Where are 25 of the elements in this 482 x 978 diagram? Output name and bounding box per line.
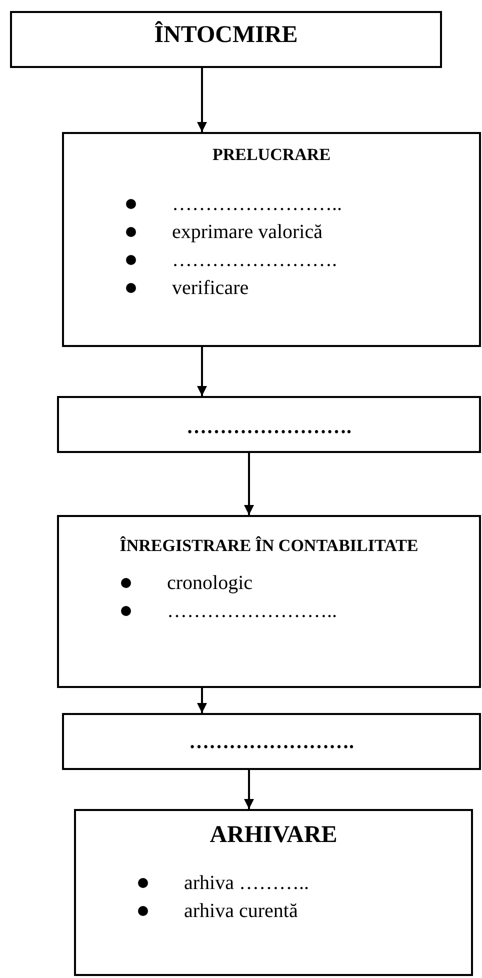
process-box bbox=[57, 515, 481, 688]
box-heading: ARHIVARE bbox=[208, 821, 338, 850]
box-heading: ÎNREGISTRARE ÎN CONTABILITATE bbox=[118, 535, 420, 557]
box-text: ……………………. bbox=[186, 415, 352, 440]
process-box bbox=[57, 396, 481, 453]
list-item: cronologic bbox=[167, 571, 253, 596]
process-box bbox=[62, 713, 481, 770]
list-item: …………………….. bbox=[167, 599, 337, 624]
arrow bbox=[197, 68, 207, 132]
arrow bbox=[244, 770, 254, 809]
box-text: ……………………. bbox=[188, 730, 355, 755]
list-item: ……………………. bbox=[172, 248, 337, 272]
list-item: arhiva curentă bbox=[184, 899, 298, 924]
box-heading: PRELUCRARE bbox=[211, 144, 332, 166]
arrow bbox=[197, 688, 207, 713]
list-item: arhiva ……….. bbox=[184, 871, 309, 896]
arrow bbox=[197, 347, 207, 396]
list-item: verificare bbox=[172, 276, 249, 300]
list-item: …………………….. bbox=[172, 192, 342, 216]
process-box bbox=[74, 809, 473, 976]
process-box bbox=[62, 132, 481, 347]
list-item: exprimare valorică bbox=[172, 220, 322, 244]
box-text: ÎNTOCMIRE bbox=[153, 20, 299, 50]
process-box bbox=[10, 11, 442, 68]
arrow bbox=[244, 453, 254, 515]
